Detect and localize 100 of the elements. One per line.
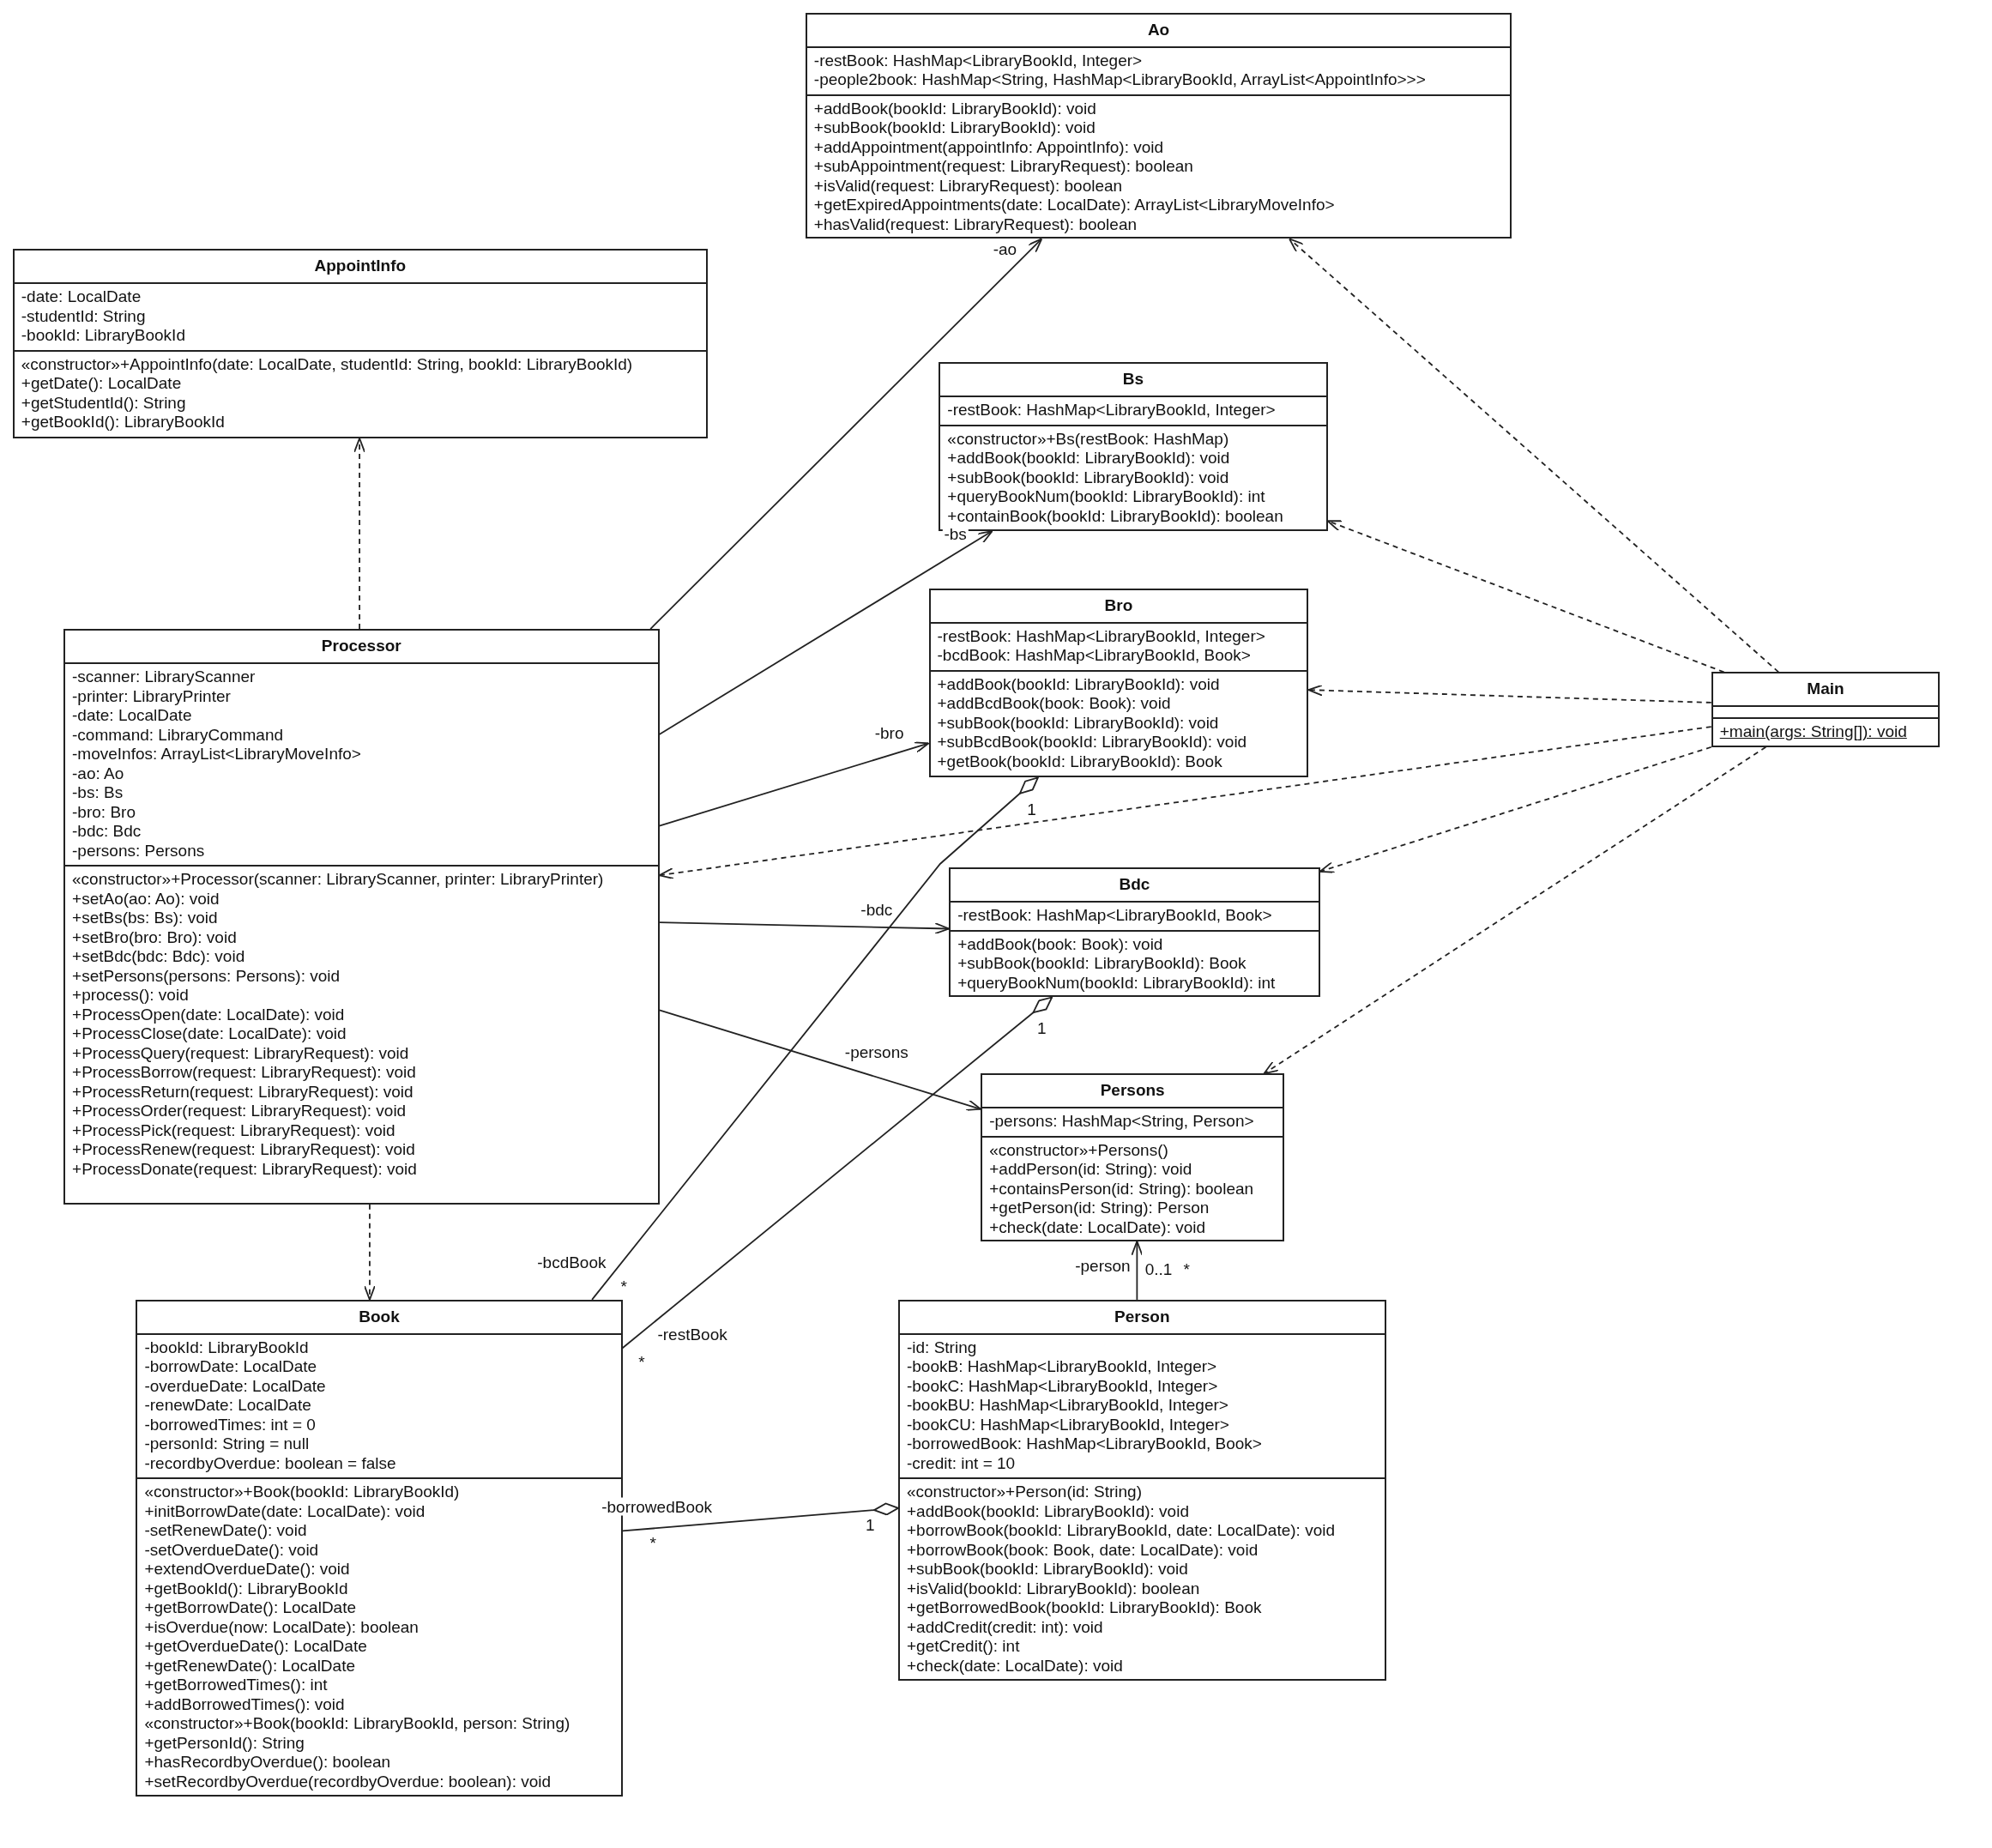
- member-text: +getStudentId(): String: [21, 393, 186, 414]
- member-text: +containBook(bookId: LibraryBookId): boolean: [947, 506, 1283, 527]
- member-text: -date: LocalDate: [72, 706, 192, 726]
- class-name: Bdc: [1118, 874, 1151, 896]
- member-text: -bcdBook: HashMap<LibraryBookId, Book>: [937, 646, 1251, 666]
- member-text: +subBook(bookId: LibraryBookId): void: [813, 118, 1096, 138]
- member-text: -bookId: LibraryBookId: [21, 326, 185, 346]
- member-text: +queryBookNum(bookId: LibraryBookId): int: [947, 487, 1265, 507]
- member-text: +addBorrowedTimes(): void: [144, 1694, 345, 1715]
- member-text: «constructor»+Book(bookId: LibraryBookId): [144, 1483, 460, 1502]
- association-arrow: [1131, 1240, 1144, 1301]
- member-text: -persons: HashMap<String, Person>: [989, 1112, 1254, 1132]
- member-text: +subBook(bookId: LibraryBookId): void: [906, 1560, 1188, 1579]
- member-text: +borrowBook(book: Book, date: LocalDate): void: [906, 1540, 1259, 1561]
- member-text: -bookCU: HashMap<LibraryBookId, Integer>: [906, 1415, 1229, 1435]
- member-text: +process(): void: [72, 986, 189, 1006]
- member-text: +ProcessQuery(request: LibraryRequest): void: [72, 1043, 409, 1063]
- member-text: -personId: String = null: [144, 1434, 310, 1454]
- member-text: -bookBU: HashMap<LibraryBookId, Integer>: [906, 1396, 1228, 1416]
- member-text: +getPerson(id: String): Person: [989, 1199, 1210, 1218]
- member-text: -restBook: HashMap<LibraryBookId, Integer>: [947, 401, 1276, 420]
- member-text: -printer: LibraryPrinter: [72, 686, 231, 706]
- member-text: -bro: Bro: [72, 802, 136, 822]
- class-name: AppointInfo: [313, 256, 407, 277]
- member-text: +addBook(bookId: LibraryBookId): void: [813, 99, 1096, 119]
- association-arrow: [658, 530, 993, 735]
- member-text: -bookC: HashMap<LibraryBookId, Integer>: [906, 1376, 1218, 1397]
- member-text: +subBook(bookId: LibraryBookId): void: [947, 468, 1229, 488]
- member-text: +check(date: LocalDate): void: [906, 1656, 1123, 1676]
- member-text: «constructor»+Person(id: String): [906, 1483, 1142, 1502]
- member-text: «constructor»+Book(bookId: LibraryBookId, person: String): [144, 1714, 570, 1734]
- member-text: +queryBookNum(bookId: LibraryBookId): int: [957, 973, 1276, 993]
- member-text: +ProcessClose(date: LocalDate): void: [72, 1024, 347, 1044]
- member-text: +getBook(bookId: LibraryBookId): Book: [937, 752, 1222, 772]
- member-text: -borrowedBook: HashMap<LibraryBookId, Book>: [906, 1434, 1262, 1454]
- member-text: +ProcessBorrow(request: LibraryRequest): void: [72, 1063, 416, 1083]
- class-box: [949, 867, 1320, 998]
- member-text: +subAppointment(request: LibraryRequest): boolean: [813, 157, 1193, 177]
- member-text: +extendOverdueDate(): void: [144, 1560, 350, 1579]
- member-text: «constructor»+Processor(scanner: LibraryScanner, printer: LibraryPrinter): [72, 870, 604, 890]
- dependency-arrow: [1289, 238, 1780, 673]
- member-text: -studentId: String: [21, 306, 146, 327]
- member-text: +getBorrowDate(): LocalDate: [144, 1598, 357, 1618]
- member-text: +setRecordbyOverdue(recordbyOverdue: boolean): void: [144, 1772, 552, 1792]
- member-text: +isValid(request: LibraryRequest): boolean: [813, 176, 1123, 196]
- member-text: -borrowedTimes: int = 0: [144, 1415, 316, 1435]
- member-text: -bookB: HashMap<LibraryBookId, Integer>: [906, 1357, 1217, 1377]
- member-text: +isValid(bookId: LibraryBookId): boolean: [906, 1579, 1200, 1599]
- member-text: +borrowBook(bookId: LibraryBookId, date: LocalDate): void: [906, 1521, 1335, 1541]
- member-text: -setOverdueDate(): void: [144, 1540, 319, 1561]
- member-text: +subBook(bookId: LibraryBookId): Book: [957, 954, 1247, 974]
- class-name: Main: [1806, 679, 1845, 700]
- member-text: +addPerson(id: String): void: [989, 1160, 1192, 1180]
- member-text: -overdueDate: LocalDate: [144, 1376, 326, 1397]
- member-text: -borrowDate: LocalDate: [144, 1357, 317, 1377]
- member-text: -moveInfos: ArrayList<LibraryMoveInfo>: [72, 745, 361, 764]
- class-name: Persons: [1099, 1080, 1166, 1102]
- dependency-arrow: [353, 438, 365, 630]
- member-text: +addAppointment(appointInfo: AppointInfo): void: [813, 137, 1164, 158]
- aggregation-line: [591, 776, 1039, 1301]
- member-text: -restBook: HashMap<LibraryBookId, Book>: [957, 906, 1272, 926]
- association-arrow: [658, 921, 951, 935]
- class-box: [897, 1299, 1386, 1682]
- class-box: [981, 1073, 1285, 1241]
- member-text: -command: LibraryCommand: [72, 725, 284, 745]
- member-text: -setRenewDate(): void: [144, 1521, 307, 1541]
- association-arrow: [658, 741, 930, 827]
- member-text: -bdc: Bdc: [72, 822, 142, 842]
- member-text: «constructor»+Bs(restBook: HashMap): [947, 429, 1229, 450]
- member-text: -id: String: [906, 1338, 977, 1358]
- member-text: -renewDate: LocalDate: [144, 1396, 311, 1416]
- class-box: [63, 629, 660, 1205]
- member-text: +subBook(bookId: LibraryBookId): void: [937, 713, 1219, 734]
- aggregation-line: [621, 1502, 899, 1532]
- class-box: [928, 588, 1309, 778]
- dependency-arrow: [1307, 684, 1712, 704]
- member-text: +ProcessOrder(request: LibraryRequest): void: [72, 1102, 407, 1121]
- member-text: +getBookId(): LibraryBookId: [21, 413, 225, 432]
- class-box: [1711, 672, 1941, 747]
- aggregation-line: [621, 996, 1053, 1350]
- member-text: +getPersonId(): String: [144, 1733, 305, 1754]
- member-text: -date: LocalDate: [21, 287, 142, 307]
- class-name: Ao: [1146, 19, 1171, 40]
- member-text: +addBook(bookId: LibraryBookId): void: [947, 449, 1230, 468]
- association-arrow: [658, 1009, 982, 1111]
- member-text: +getExpiredAppointments(date: LocalDate): ArrayList<LibraryMoveInfo>: [813, 196, 1335, 215]
- member-text: -persons: Persons: [72, 841, 205, 861]
- member-text: +setBdc(bdc: Bdc): void: [72, 947, 245, 967]
- member-text: +isOverdue(now: LocalDate): boolean: [144, 1617, 419, 1638]
- class-name: Processor: [320, 636, 402, 656]
- class-name: Bs: [1121, 369, 1145, 390]
- class-name: Person: [1114, 1306, 1171, 1327]
- member-text: +addBcdBook(book: Book): void: [937, 694, 1171, 714]
- member-text: +subBcdBook(bookId: LibraryBookId): void: [937, 733, 1247, 752]
- member-text: +initBorrowDate(date: LocalDate): void: [144, 1501, 426, 1522]
- member-text: +getOverdueDate(): LocalDate: [144, 1637, 367, 1657]
- member-text: -recordbyOverdue: boolean = false: [144, 1453, 396, 1474]
- member-text: -bs: Bs: [72, 783, 124, 803]
- member-text: +getDate(): LocalDate: [21, 374, 182, 394]
- member-text: +addBook(book: Book): void: [957, 934, 1163, 955]
